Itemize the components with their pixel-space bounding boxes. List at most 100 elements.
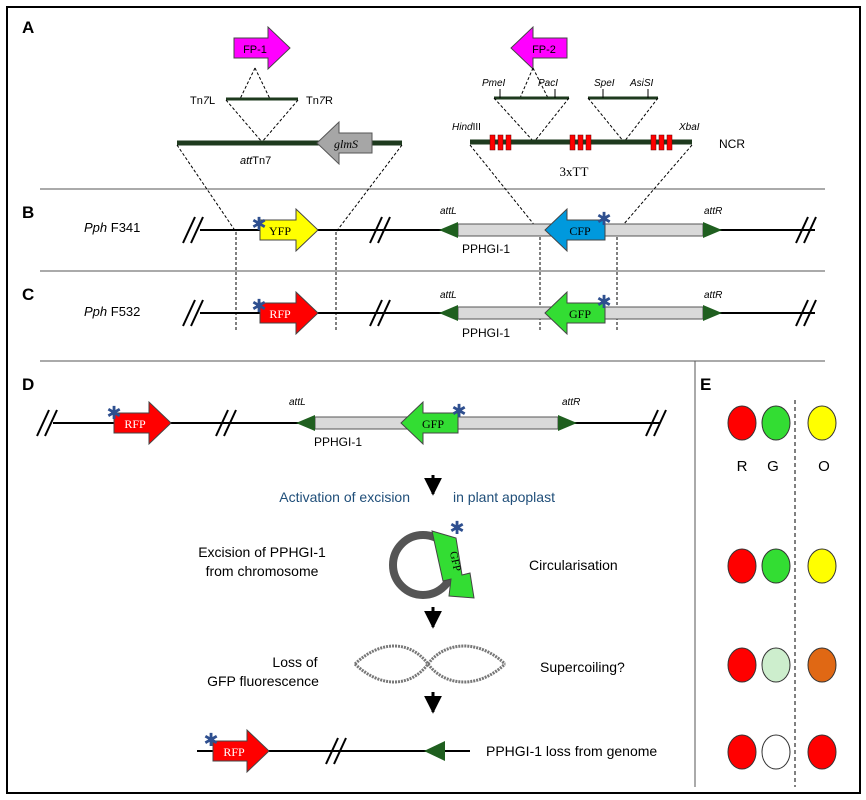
panel-d-rfp-star: ✱ — [106, 403, 121, 423]
glms-gene — [316, 120, 373, 166]
atttn7-label: attTn7 — [240, 155, 271, 167]
mcs2-guide-left — [587, 97, 625, 143]
panel-b-attl-site — [439, 222, 458, 238]
tn7-guide-left — [225, 99, 263, 143]
cfp-label: CFP — [569, 224, 591, 238]
excision-text-line1: Excision of PPHGI-1 — [198, 544, 326, 560]
panel-c-pphgi-label: PPHGI-1 — [462, 326, 510, 340]
fluorescence-circle-row2-r — [727, 548, 757, 584]
panel-c-attl-label: attL — [440, 290, 457, 301]
gfp-gene — [544, 290, 606, 336]
rfp-label: RFP — [269, 307, 291, 321]
panel-d-attl-site — [296, 415, 315, 431]
fluorescence-circle-row3-g — [761, 647, 791, 683]
panel-d-gfp-label: GFP — [422, 417, 444, 431]
yfp-gene — [259, 207, 319, 253]
panel-a-letter: A — [22, 18, 34, 37]
supercoiling-text: Supercoiling? — [540, 659, 625, 675]
panel-d-gfp-gene — [400, 400, 459, 446]
e-label-g: G — [767, 458, 779, 475]
panel-b-break-right — [795, 216, 817, 244]
tt-block-2 — [569, 134, 592, 151]
yfp-label: YFP — [269, 224, 291, 238]
fluorescence-circle-row2-g — [761, 548, 791, 584]
glms-guide-right — [335, 144, 403, 233]
pmei-label: PmeI — [482, 78, 506, 89]
panel-c-strain: Pph F532 — [84, 304, 140, 319]
panel-d-break-right — [645, 409, 667, 437]
final-break — [325, 737, 347, 765]
glms-label: glmS — [334, 137, 358, 151]
fp2-guide-right — [532, 67, 549, 99]
panel-e-letter: E — [700, 375, 711, 394]
panel-c-attr-site — [703, 305, 722, 321]
panel-b-pphgi-label: PPHGI-1 — [462, 242, 510, 256]
panel-c-break-mid — [369, 299, 391, 327]
activation-text-left: Activation of excision — [279, 489, 410, 505]
panel-d-attr-label: attR — [562, 397, 580, 408]
circular-gfp-gene — [431, 530, 475, 599]
panel-d-break-left — [36, 409, 58, 437]
tn7l-label: Tn7L — [190, 95, 215, 107]
tn7r-label: Tn7R — [306, 95, 333, 107]
panel-b-attl-label: attL — [440, 206, 457, 217]
panel-c-letter: C — [22, 285, 34, 304]
loss-text-line1: Loss of — [272, 654, 317, 670]
panel-b-yfp-star: ✱ — [251, 214, 266, 234]
panel-d-break-mid — [215, 409, 237, 437]
tt-block-1 — [489, 134, 512, 151]
panel-b-strain: Pph F341 — [84, 220, 140, 235]
panel-b-letter: B — [22, 203, 34, 222]
panel-e: R G O — [727, 405, 837, 770]
tt-label: 3xTT — [560, 164, 589, 179]
ncr-label: NCR — [719, 137, 745, 151]
fp2-cassette — [510, 25, 568, 71]
spei-label: SpeI — [594, 78, 615, 89]
activation-text-right: in plant apoplast — [453, 489, 555, 505]
panel-c-attl-site — [439, 305, 458, 321]
fp2-guide-left — [519, 67, 534, 99]
fluorescence-circle-row4-o — [807, 734, 837, 770]
panel-d-rfp-gene — [113, 400, 172, 446]
e-label-r: R — [737, 458, 748, 475]
panel-d-rfp-label: RFP — [124, 417, 146, 431]
ncr-guide-left — [469, 144, 541, 233]
panel-b-attr-site — [703, 222, 722, 238]
fp1-guide-left — [239, 67, 256, 100]
panel-b-attr-label: attR — [704, 206, 722, 217]
tt-block-3 — [650, 134, 673, 151]
circularisation-text: Circularisation — [529, 557, 618, 573]
panel-d: RFP GFP ✱ ✱ attL attR PPHGI-1 Activation… — [36, 397, 667, 774]
final-rfp-gene — [212, 728, 270, 774]
fp1-label: FP-1 — [243, 44, 267, 56]
panel-d-attr-site — [558, 415, 577, 431]
panel-d-pphgi-label: PPHGI-1 — [314, 435, 362, 449]
panel-d-gfp-star: ✱ — [451, 401, 466, 421]
panel-b-break-left — [182, 216, 204, 244]
panel-b-break-mid — [369, 216, 391, 244]
tn7-guide-right — [261, 99, 299, 143]
cfp-gene — [544, 207, 606, 253]
hindiii-label: HindIII — [452, 122, 481, 133]
fluorescence-circle-row2-o — [807, 548, 837, 584]
panel-c: Pph F532 RFP GFP ✱ ✱ attL attR PPHGI-1 — [84, 290, 817, 340]
glms-guide-left — [176, 144, 237, 233]
gfp-label: GFP — [569, 307, 591, 321]
paci-label: PacI — [538, 78, 558, 89]
panel-d-letter: D — [22, 375, 34, 394]
fluorescence-circle-row1-r — [727, 405, 757, 441]
fluorescence-circle-row3-r — [727, 647, 757, 683]
fluorescence-circle-row1-g — [761, 405, 791, 441]
panel-c-gfp-star: ✱ — [596, 292, 611, 312]
panel-b: Pph F341 YFP CFP ✱ ✱ attL attR PPHGI-1 — [84, 206, 817, 256]
circular-gfp-star: ✱ — [449, 518, 464, 538]
panel-c-break-right — [795, 299, 817, 327]
fluorescence-circle-row3-o — [807, 647, 837, 683]
panel-d-attl-label: attL — [289, 397, 306, 408]
loss-genome-text: PPHGI-1 loss from genome — [486, 743, 657, 759]
supercoiled-island — [353, 644, 507, 684]
circular-gfp-label: GFP — [447, 550, 463, 572]
figure-frame — [6, 6, 861, 794]
